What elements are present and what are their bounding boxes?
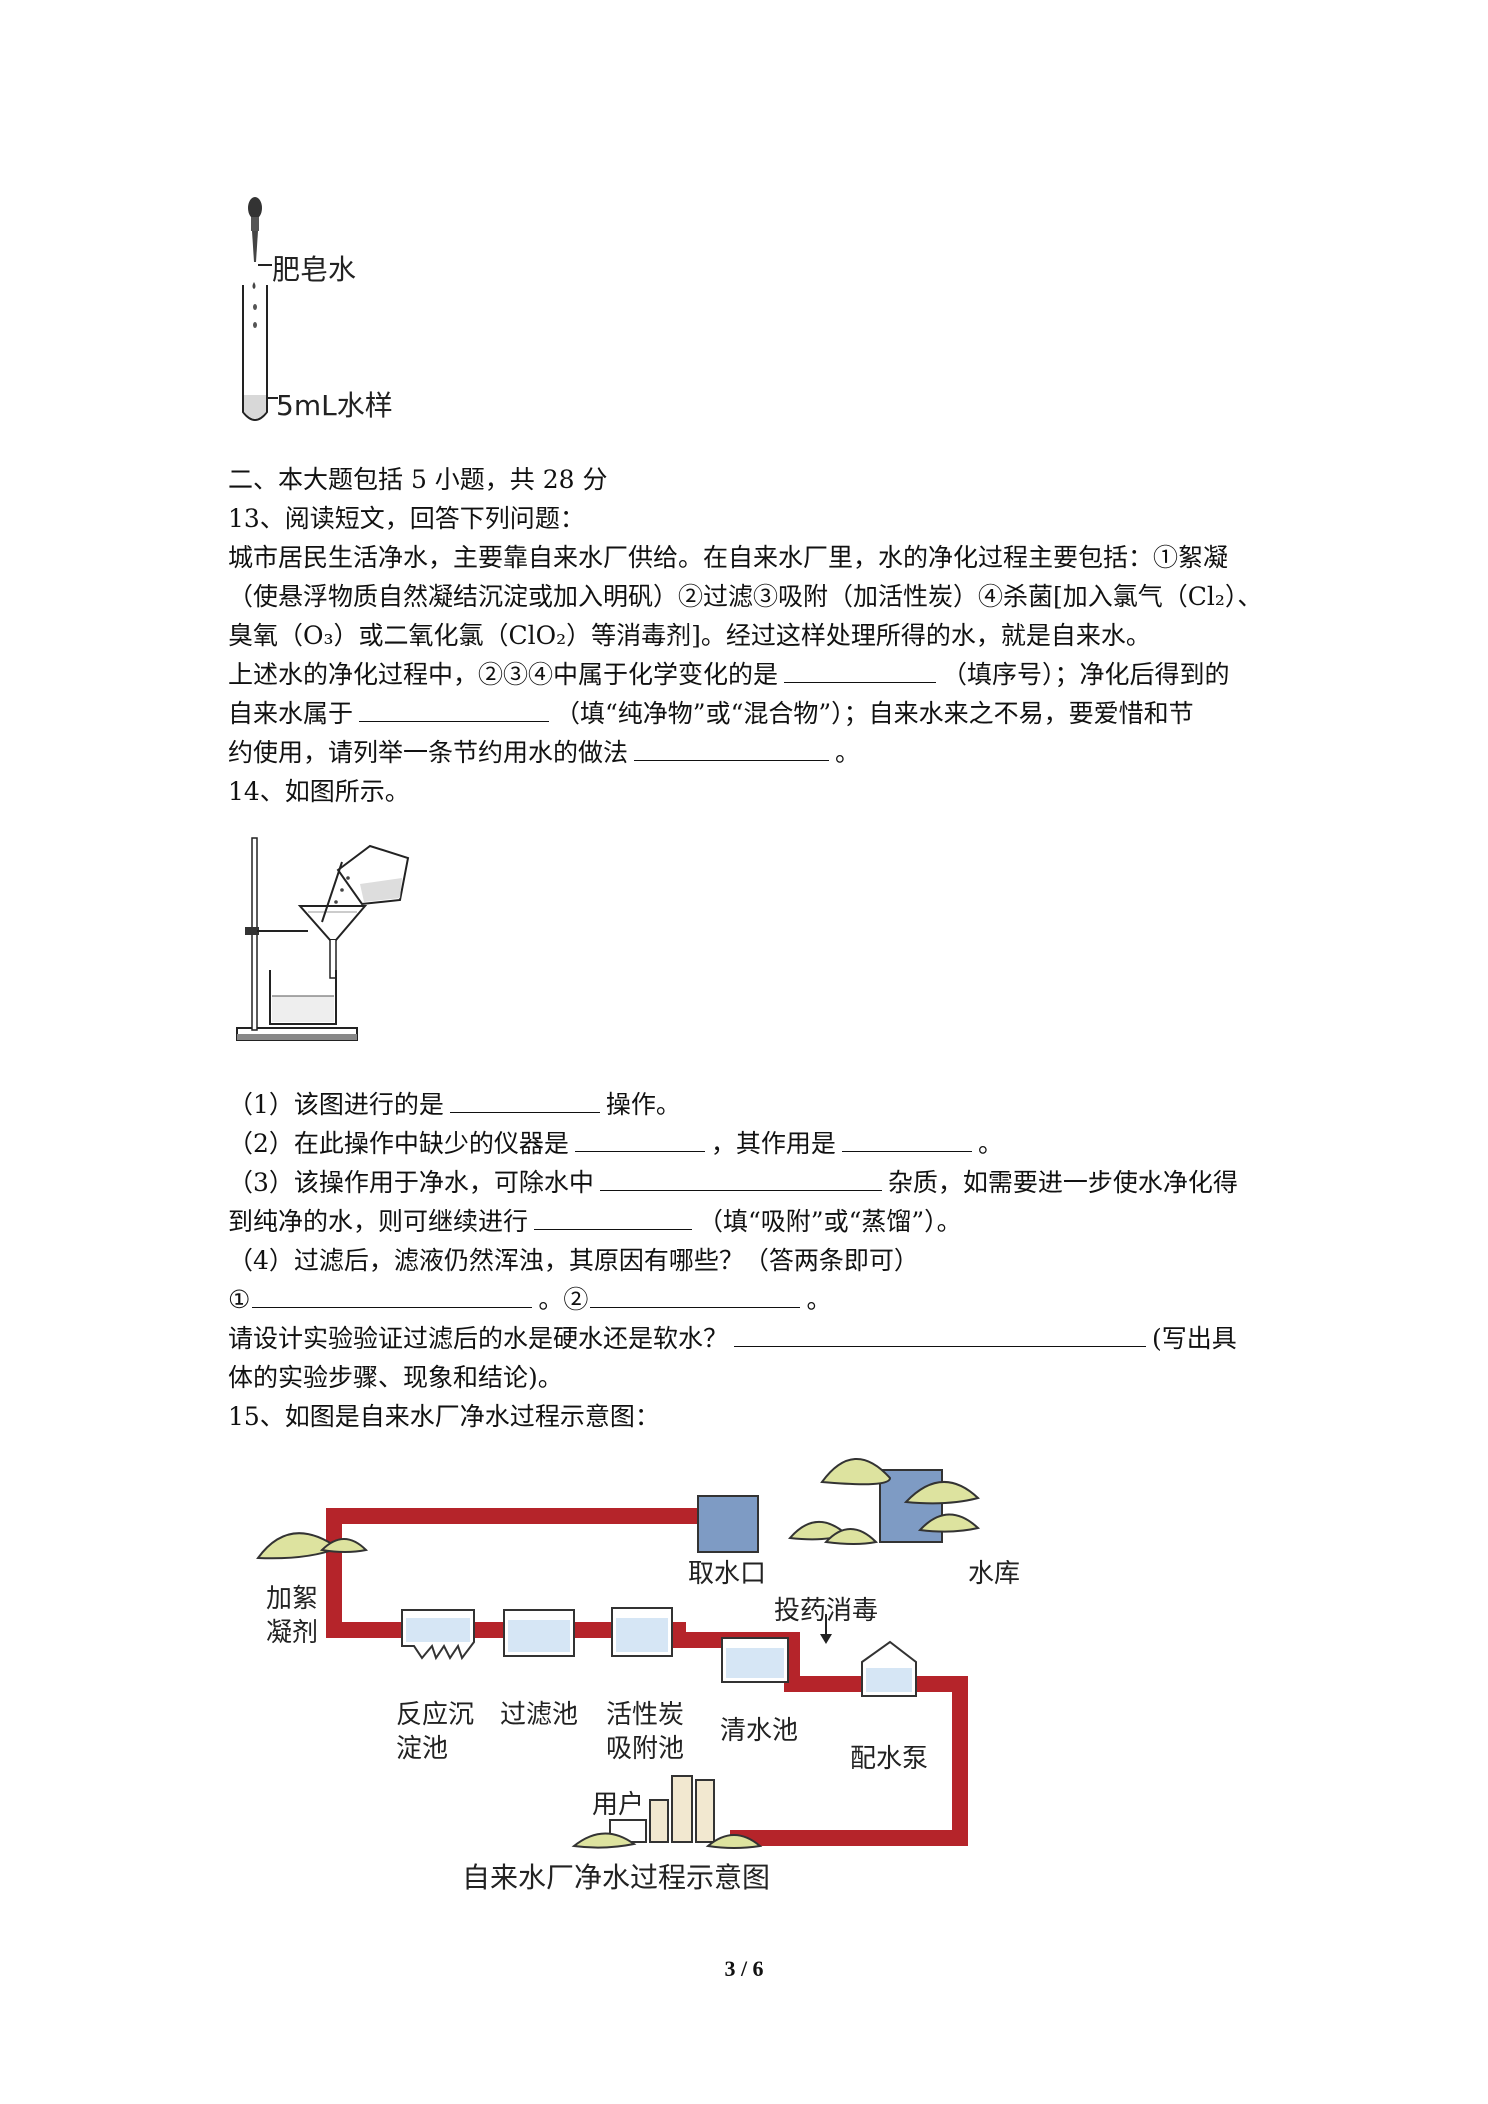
q14-sub-3: （3）该操作用于净水，可除水中杂质，如需要进一步使水净化得 <box>228 1163 1278 1202</box>
answer-blank[interactable] <box>252 1281 533 1308</box>
answer-blank[interactable] <box>574 1125 705 1152</box>
label-settling-2: 淀池 <box>396 1734 449 1764</box>
water-treatment-diagram <box>256 1458 981 1849</box>
q13-para-1: 城市居民生活净水，主要靠自来水厂供给。在自来水厂里，水的净化过程主要包括：①絮凝 <box>228 543 1229 572</box>
diagram-caption: 自来水厂净水过程示意图 <box>462 1861 771 1894</box>
dropper-label: 肥皂水 <box>272 253 357 286</box>
label-pump: 配水泵 <box>850 1744 929 1774</box>
answer-blank[interactable] <box>534 1203 693 1230</box>
q15-title: 15、如图是自来水厂净水过程示意图： <box>228 1402 660 1431</box>
q13-para-3: 臭氧（O₃）或二氧化氯（ClO₂）等消毒剂]。经过这样处理所得的水，就是自来水。 <box>228 621 1151 650</box>
q14-sub-5b: 体的实验步骤、现象和结论)。 <box>228 1363 563 1392</box>
q13-line-6: 约使用，请列举一条节约用水的做法。 <box>228 733 1278 772</box>
dropper-testtube-figure <box>242 197 278 421</box>
filtration-apparatus-figure <box>236 837 410 1041</box>
answer-blank[interactable] <box>784 656 937 683</box>
q14-sub-1: （1）该图进行的是操作。 <box>228 1085 1278 1124</box>
q13-title: 13、阅读短文，回答下列问题： <box>228 504 585 533</box>
label-reservoir: 水库 <box>968 1559 1021 1589</box>
answer-blank[interactable] <box>449 1086 600 1113</box>
page-number: 3 / 6 <box>724 1956 764 1981</box>
label-dosing: 投药消毒 <box>774 1596 879 1626</box>
q13-line-5: 自来水属于（填“纯净物”或“混合物”）；自来水来之不易，要爱惜和节 <box>228 694 1278 733</box>
label-coagulant-2: 凝剂 <box>266 1618 319 1648</box>
answer-blank[interactable] <box>734 1320 1147 1347</box>
q14-sub-4-answers: ①。②。 <box>228 1280 1278 1319</box>
q14-sub-4: （4）过滤后，滤液仍然浑浊，其原因有哪些？（答两条即可） <box>228 1246 919 1275</box>
answer-blank[interactable] <box>599 1164 882 1191</box>
label-user: 用户 <box>592 1790 645 1820</box>
label-coagulant-1: 加絮 <box>266 1584 319 1614</box>
answer-blank[interactable] <box>841 1125 972 1152</box>
answer-blank[interactable] <box>590 1281 801 1308</box>
q13-para-2: （使悬浮物质自然凝结沉淀或加入明矾）②过滤③吸附（加活性炭）④杀菌[加入氯气（C… <box>228 582 1263 611</box>
q14-title: 14、如图所示。 <box>228 777 410 806</box>
tube-label: 5mL水样 <box>276 389 393 422</box>
q14-sub-3b: 到纯净的水，则可继续进行（填“吸附”或“蒸馏”）。 <box>228 1202 1278 1241</box>
label-filter: 过滤池 <box>500 1700 579 1730</box>
section-heading: 二、本大题包括 5 小题，共 28 分 <box>228 465 608 494</box>
answer-blank[interactable] <box>359 695 550 722</box>
q14-sub-5: 请设计实验验证过滤后的水是硬水还是软水？(写出具 <box>228 1319 1278 1358</box>
q13-line-4: 上述水的净化过程中，②③④中属于化学变化的是（填序号）；净化后得到的 <box>228 655 1278 694</box>
label-carbon-1: 活性炭 <box>606 1700 685 1730</box>
label-clear-water: 清水池 <box>720 1716 799 1746</box>
answer-blank[interactable] <box>634 734 830 761</box>
label-intake: 取水口 <box>688 1559 767 1589</box>
q14-sub-2: （2）在此操作中缺少的仪器是，其作用是。 <box>228 1124 1278 1163</box>
label-settling-1: 反应沉 <box>396 1700 475 1730</box>
label-carbon-2: 吸附池 <box>606 1734 685 1764</box>
